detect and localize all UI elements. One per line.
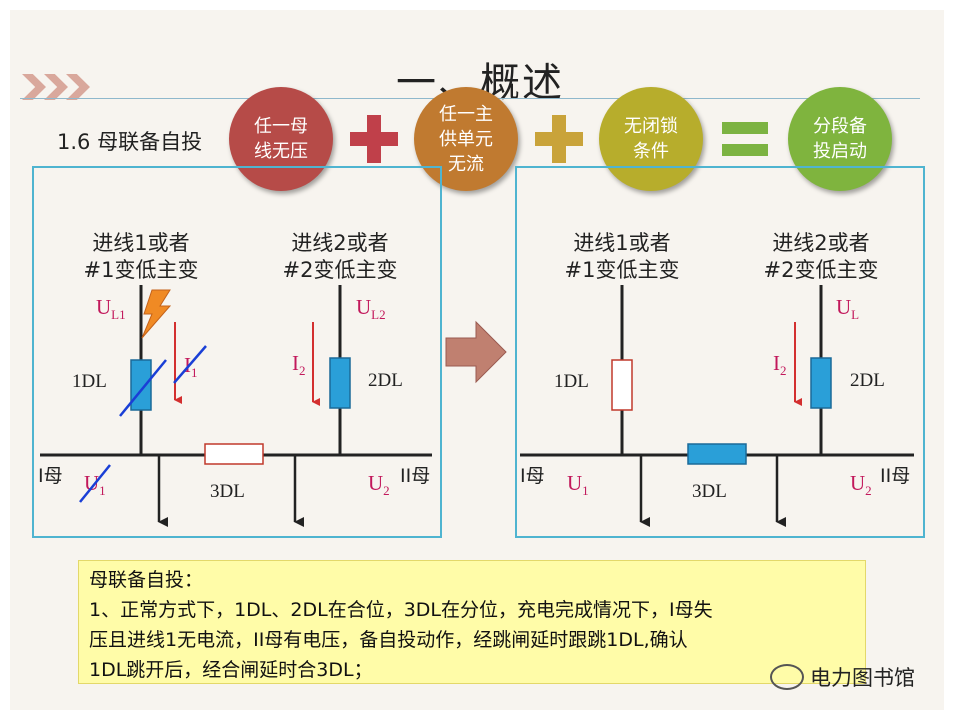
explanation-note: 母联备自投： 1、正常方式下，1DL、2DL在合位，3DL在分位，充电完成情况下… (78, 560, 866, 684)
voltage-ul2: UL2 (356, 295, 386, 322)
feeder2-label: 进线2或者 (291, 231, 388, 255)
label-3dl: 3DL (210, 481, 245, 502)
strike-u1 (79, 464, 111, 503)
voltage-ul1: UL1 (96, 295, 126, 322)
voltage-u2: U2 (850, 471, 872, 498)
feeder2-label: 进线2或者 (772, 231, 869, 255)
right-diagram: 进线1或者 #1变低主变 进线2或者 #2变低主变 1DL 2DL 3DL UL… (520, 231, 914, 527)
note-heading: 母联备自投： (89, 569, 204, 591)
note-body: 1、正常方式下，1DL、2DL在合位，3DL在分位，充电完成情况下，I母失 压且… (89, 599, 713, 681)
result-circle-start: 分段备 投启动 (788, 87, 892, 191)
watermark: 电力图书馆 (770, 662, 915, 692)
feeder1-label: 进线1或者 (573, 231, 670, 255)
strike-1dl (119, 359, 167, 417)
lightning-icon (141, 289, 172, 339)
watermark-text: 电力图书馆 (810, 666, 915, 690)
circle-label: 无闭锁 条件 (624, 116, 678, 162)
bus2-label: II母 (400, 465, 430, 487)
bus1-label: I母 (38, 465, 63, 487)
bus2-label: II母 (880, 465, 910, 487)
transition-arrow-icon (445, 320, 507, 384)
label-2dl: 2DL (850, 370, 885, 391)
breaker-3dl-open (204, 443, 264, 465)
breaker-1dl (130, 359, 152, 411)
breaker-2dl (329, 357, 351, 409)
condition-circle-bus-no-voltage: 任一母 线无压 (229, 87, 333, 191)
label-1dl: 1DL (72, 371, 107, 392)
voltage-u2: U2 (368, 471, 390, 498)
current-i1: I1 (184, 353, 198, 380)
breaker-3dl-closed (687, 443, 747, 465)
feeder1-label: 进线1或者 (92, 231, 189, 255)
condition-circle-no-current: 任一主 供单元 无流 (414, 87, 518, 191)
label-3dl: 3DL (692, 481, 727, 502)
plus-icon (535, 115, 583, 163)
voltage-u1: U1 (84, 471, 106, 498)
condition-circle-no-lock: 无闭锁 条件 (599, 87, 703, 191)
left-diagram: 进线1或者 #1变低主变 进线2或者 #2变低主变 1DL 2DL 3DL UL… (38, 231, 432, 527)
panel-after (515, 166, 925, 538)
label-2dl: 2DL (368, 370, 403, 391)
plus-icon (350, 115, 398, 163)
section-heading: 1.6 母联备自投 (57, 130, 203, 154)
strike-i1 (173, 345, 207, 384)
feeder2-sublabel: #2变低主变 (764, 258, 879, 282)
breaker-2dl (810, 357, 832, 409)
wechat-icon (770, 664, 804, 690)
bus1-label: I母 (520, 465, 545, 487)
panel-before (32, 166, 442, 538)
current-i2: I2 (773, 351, 787, 378)
label-1dl: 1DL (554, 371, 589, 392)
circle-label: 任一母 线无压 (254, 116, 308, 162)
voltage-ul: UL (836, 295, 859, 322)
feeder1-sublabel: #1变低主变 (84, 258, 199, 282)
circle-label: 分段备 投启动 (813, 116, 867, 162)
feeder1-sublabel: #1变低主变 (565, 258, 680, 282)
voltage-u1: U1 (567, 471, 589, 498)
breaker-1dl-open (611, 359, 633, 411)
feeder2-sublabel: #2变低主变 (283, 258, 398, 282)
equals-icon (722, 122, 768, 156)
circle-label: 任一主 供单元 无流 (439, 103, 493, 175)
current-i2: I2 (292, 351, 306, 378)
